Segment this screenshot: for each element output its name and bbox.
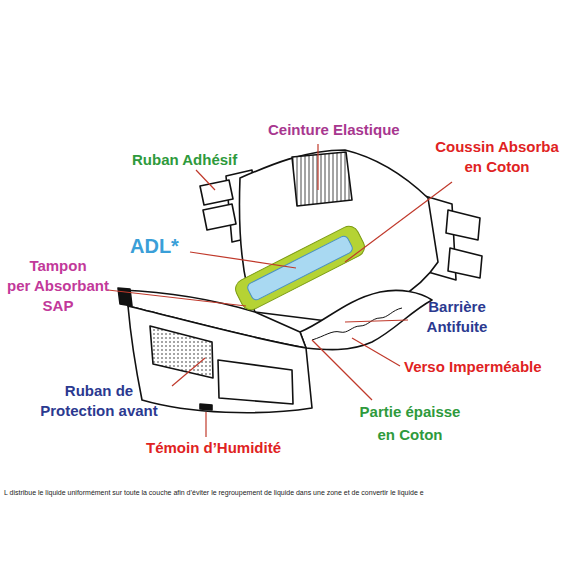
adl-layer (246, 235, 354, 302)
adhesive-tab (200, 180, 233, 205)
part-label: ADL* (130, 234, 179, 258)
part-label: Ceinture Elastique (268, 120, 400, 140)
part-label: Verso Imperméable (404, 357, 542, 377)
leader-line (312, 340, 372, 400)
leader-line (172, 358, 205, 386)
part-label: Témoin d’Humidité (146, 438, 281, 458)
corner-mark (118, 288, 132, 306)
leader-line (345, 320, 408, 322)
leader-line (352, 338, 400, 366)
part-label: Coussin Absorba en Coton (428, 137, 566, 177)
sap-pad (232, 223, 368, 313)
elastic-belt (292, 152, 352, 206)
leader-line (190, 252, 296, 268)
part-label: Ruban Adhésif (132, 150, 237, 170)
part-label: Ruban de Protection avant (24, 381, 174, 421)
front-panel (128, 306, 312, 413)
adhesive-tab (203, 204, 236, 230)
part-label: Tampon per Absorbant SAP (2, 256, 114, 316)
leader-line (196, 170, 215, 190)
leak-barrier (300, 290, 432, 349)
leader-line (317, 144, 318, 190)
leader-line (108, 290, 246, 306)
leader-line (345, 182, 452, 262)
front-tape (150, 326, 213, 378)
wetness-indicator (200, 404, 212, 410)
leader-line (205, 412, 206, 437)
footnote: L distribue le liquide uniformément sur … (4, 488, 424, 498)
front-window (218, 360, 293, 404)
adhesive-tab (446, 210, 480, 240)
part-label: Partie épaisse en Coton (345, 400, 475, 446)
adhesive-tab (448, 248, 482, 278)
part-label: Barrière Antifuite (412, 297, 502, 337)
cuff-ruffle (312, 308, 402, 340)
